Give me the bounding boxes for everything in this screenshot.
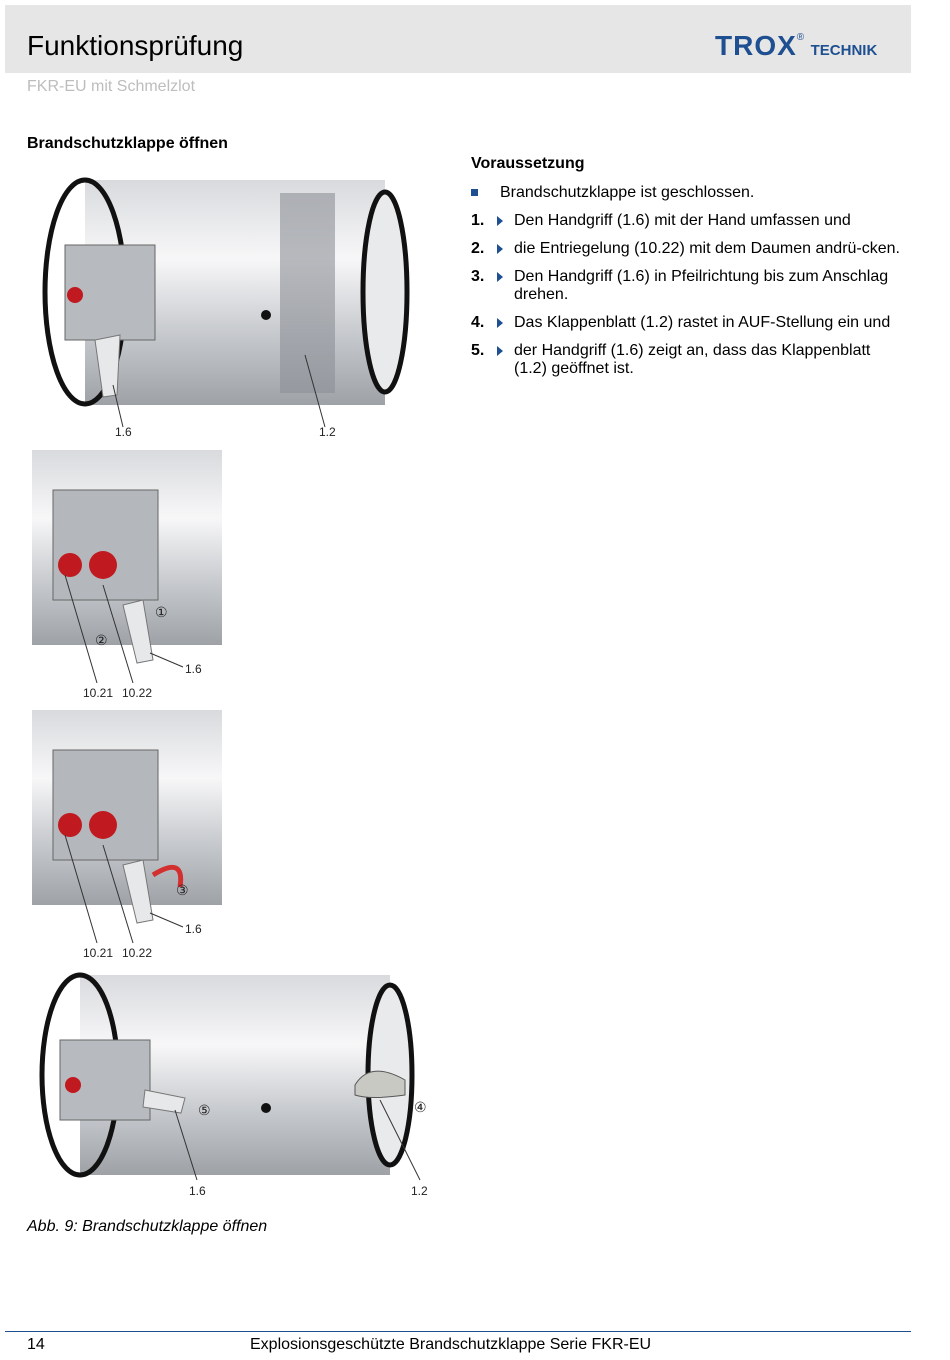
page-title: Funktionsprüfung <box>27 30 244 61</box>
leader-line <box>64 574 98 684</box>
step-number: 3. <box>471 268 485 285</box>
red-release-knob <box>58 553 82 577</box>
leader-line <box>64 834 98 944</box>
step-text: Das Klappenblatt (1.2) rastet in AUF-Ste… <box>514 314 891 331</box>
triangle-right-icon <box>497 346 503 356</box>
figure-damper-open: ⑤ ④ 1.6 1.2 <box>39 972 428 1198</box>
step-text: Den Handgriff (1.6) mit der Hand umfasse… <box>514 212 851 229</box>
callout-three: ③ <box>176 882 189 898</box>
triangle-right-icon <box>497 244 503 254</box>
triangle-right-icon <box>497 216 503 226</box>
triangle-right-icon <box>497 318 503 328</box>
handle-lever <box>122 599 154 664</box>
handle-lever <box>94 334 121 398</box>
figure-damper-closed: 1.6 1.2 <box>42 177 410 439</box>
leader-line <box>112 384 124 428</box>
header-band <box>5 5 911 73</box>
leader-line <box>102 584 134 684</box>
square-bullet-icon <box>471 189 478 196</box>
label-blade: 1.2 <box>411 1184 428 1198</box>
rivet <box>261 310 271 320</box>
step-item: 4. Das Klappenblatt (1.2) rastet in AUF-… <box>471 314 901 332</box>
step-number: 2. <box>471 240 485 257</box>
triangle-right-icon <box>497 272 503 282</box>
figure-handle-detail-grip: ① ② 1.6 10.21 10.22 <box>32 450 222 700</box>
leader-line <box>102 844 134 944</box>
actuator-housing <box>52 489 159 601</box>
open-blade <box>354 1070 406 1098</box>
gasket-ring-right <box>360 189 410 395</box>
step-item: 2. die Entriegelung (10.22) mit dem Daum… <box>471 240 901 258</box>
step-list: 1. Den Handgriff (1.6) mit der Hand umfa… <box>471 212 901 388</box>
red-release-knob <box>58 813 82 837</box>
damper-band <box>280 193 335 393</box>
red-release-knob <box>67 287 83 303</box>
callout-four: ④ <box>414 1099 427 1115</box>
leader-line <box>149 652 184 668</box>
label-release: 10.21 <box>83 686 113 700</box>
rotation-arrow-icon <box>151 864 184 888</box>
label-handle: 1.6 <box>189 1184 206 1198</box>
actuator-housing <box>52 749 159 861</box>
label-blade: 1.2 <box>319 425 336 439</box>
red-lock-knob <box>89 551 117 579</box>
prerequisite-heading: Voraussetzung <box>471 155 585 172</box>
leader-line <box>174 1109 198 1181</box>
step-text: die Entriegelung (10.22) mit dem Daumen … <box>514 240 900 257</box>
page-number: 14 <box>27 1336 45 1353</box>
step-item: 1. Den Handgriff (1.6) mit der Hand umfa… <box>471 212 901 230</box>
section-heading: Brandschutzklappe öffnen <box>27 135 228 152</box>
figure-handle-detail-turn: ③ 1.6 10.21 10.22 <box>32 710 222 960</box>
leader-line <box>149 912 184 928</box>
step-number: 1. <box>471 212 485 229</box>
logo-brand: TROX <box>715 30 797 61</box>
leader-line <box>304 354 326 428</box>
callout-two: ② <box>95 632 108 648</box>
step-text: Den Handgriff (1.6) in Pfeilrichtung bis… <box>514 268 889 303</box>
leader-line <box>379 1099 421 1181</box>
label-unlock: 10.22 <box>122 686 152 700</box>
logo-suffix: TECHNIK <box>810 42 878 59</box>
footer-rule <box>5 1331 911 1332</box>
step-text: der Handgriff (1.6) zeigt an, dass das K… <box>514 342 871 377</box>
prerequisite-text: Brandschutzklappe ist geschlossen. <box>500 184 755 201</box>
figure-caption: Abb. 9: Brandschutzklappe öffnen <box>27 1218 268 1235</box>
red-lock-knob <box>89 811 117 839</box>
footer-title: Explosionsgeschützte Brandschutzklappe S… <box>250 1336 652 1353</box>
step-item: 3. Den Handgriff (1.6) in Pfeilrichtung … <box>471 268 901 304</box>
label-release: 10.21 <box>83 946 113 960</box>
callout-five: ⑤ <box>198 1102 211 1118</box>
red-release-knob <box>65 1077 81 1093</box>
handle-lever <box>122 859 154 924</box>
step-item: 5. der Handgriff (1.6) zeigt an, dass da… <box>471 342 901 378</box>
label-handle: 1.6 <box>185 662 202 676</box>
trox-logo: TROX® TECHNIK <box>715 30 877 62</box>
step-number: 5. <box>471 342 485 359</box>
handle-lever <box>142 1089 186 1114</box>
rivet <box>261 1103 271 1113</box>
label-unlock: 10.22 <box>122 946 152 960</box>
logo-registered-mark: ® <box>796 32 805 43</box>
page-subtitle: FKR-EU mit Schmelzlot <box>27 78 196 95</box>
callout-one: ① <box>155 604 168 620</box>
label-handle: 1.6 <box>185 922 202 936</box>
step-number: 4. <box>471 314 485 331</box>
label-handle: 1.6 <box>115 425 132 439</box>
